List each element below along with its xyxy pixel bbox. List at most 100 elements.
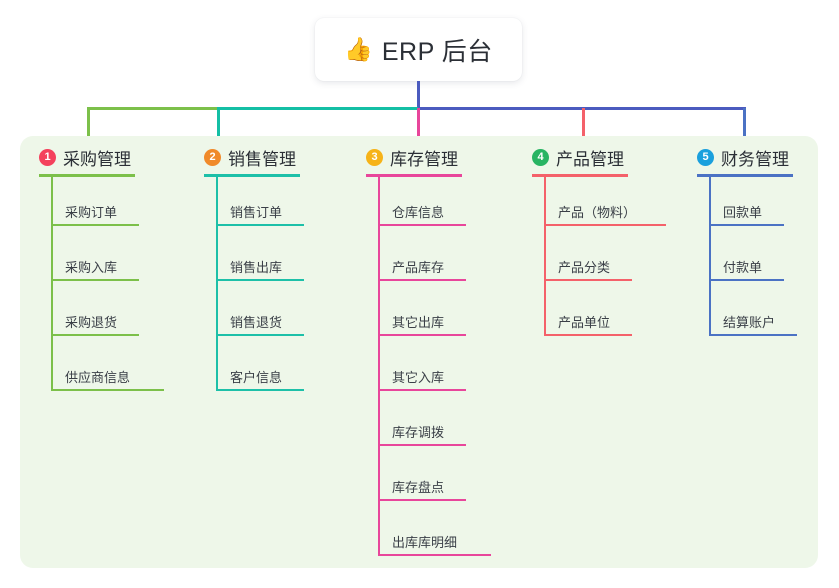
branch-header-rule: [39, 174, 135, 177]
branch-item-label: 采购订单: [65, 205, 118, 220]
connector-trunk: [417, 81, 420, 109]
connector-drop-4: [582, 108, 585, 138]
branch-item-rule: [378, 499, 466, 501]
branch-column: 3 库存管理仓库信息产品库存其它出库其它入库库存调拨库存盘点出库库明细: [352, 140, 491, 562]
branch-item-list: 产品（物料） 产品分类产品单位: [518, 177, 666, 342]
branch-column: 1 采购管理采购订单采购入库采购退货供应商信息: [25, 140, 164, 397]
branch-item-label: 采购退货: [65, 315, 118, 330]
branch-item-rule: [51, 224, 139, 226]
branch-item[interactable]: 其它入库: [352, 342, 466, 397]
connector-drop-1: [87, 108, 90, 138]
branch-number-badge: 4: [532, 148, 549, 166]
branch-item-list: 销售订单销售出库销售退货客户信息: [190, 177, 304, 397]
branch-item[interactable]: 销售退货: [190, 287, 304, 342]
branches-panel: [20, 136, 818, 568]
branch-spine: [378, 177, 380, 556]
branch-title: 产品管理: [556, 149, 624, 169]
branch-item-label: 结算账户: [723, 315, 776, 330]
branch-header[interactable]: 2 销售管理: [190, 140, 300, 174]
branch-number-badge: 3: [366, 148, 383, 166]
branch-item-label: 其它出库: [392, 315, 445, 330]
root-node-label: ERP 后台: [381, 37, 493, 66]
branch-item[interactable]: 销售订单: [190, 177, 304, 232]
branch-item-rule: [709, 279, 784, 281]
branch-item[interactable]: 产品（物料）: [518, 177, 666, 232]
branch-header[interactable]: 3 库存管理: [352, 140, 462, 174]
branch-item-rule: [51, 334, 139, 336]
branch-item[interactable]: 仓库信息: [352, 177, 466, 232]
branch-spine: [51, 177, 53, 391]
branch-item-label: 付款单: [723, 260, 763, 275]
connector-hbar-2: [217, 107, 418, 110]
branch-spine: [709, 177, 711, 336]
branch-item-label: 产品（物料）: [558, 205, 637, 220]
connector-drop-3: [417, 108, 420, 138]
branch-item-rule: [216, 224, 304, 226]
branch-item-label: 销售退货: [230, 315, 283, 330]
branch-header[interactable]: 1 采购管理: [25, 140, 135, 174]
branch-item[interactable]: 回款单: [683, 177, 793, 232]
root-node[interactable]: 👍 ERP 后台: [315, 18, 522, 81]
branch-item-label: 产品分类: [558, 260, 611, 275]
branch-item-list: 回款单付款单结算账户: [683, 177, 797, 342]
branch-item-label: 库存调拨: [392, 425, 445, 440]
branch-item-label: 采购入库: [65, 260, 118, 275]
branch-item-label: 其它入库: [392, 370, 445, 385]
branch-number-badge: 2: [204, 148, 221, 166]
branch-item[interactable]: 产品库存: [352, 232, 466, 287]
branch-number-badge: 1: [39, 148, 56, 166]
branch-item[interactable]: 客户信息: [190, 342, 304, 397]
branch-item-rule: [378, 334, 466, 336]
branch-item-rule: [378, 279, 466, 281]
branch-item-rule: [544, 279, 632, 281]
branch-item-label: 供应商信息: [65, 370, 131, 385]
branch-spine: [544, 177, 546, 336]
branch-item-label: 仓库信息: [392, 205, 445, 220]
branch-spine: [216, 177, 218, 391]
branch-item[interactable]: 产品单位: [518, 287, 632, 342]
branch-item[interactable]: 其它出库: [352, 287, 466, 342]
branch-item-rule: [544, 334, 632, 336]
branch-header-rule: [532, 174, 628, 177]
branch-column: 4 产品管理产品（物料） 产品分类产品单位: [518, 140, 666, 342]
connector-drop-5: [743, 108, 746, 138]
branch-item-rule: [709, 224, 784, 226]
connector-drop-2: [217, 108, 220, 138]
branch-header[interactable]: 4 产品管理: [518, 140, 628, 174]
branch-item[interactable]: 库存盘点: [352, 452, 466, 507]
branch-title: 财务管理: [721, 149, 789, 169]
branch-item-rule: [51, 389, 164, 391]
branch-item-label: 产品库存: [392, 260, 445, 275]
branch-item-rule: [216, 334, 304, 336]
branch-title: 采购管理: [63, 149, 131, 169]
branch-item[interactable]: 供应商信息: [25, 342, 164, 397]
branch-item[interactable]: 销售出库: [190, 232, 304, 287]
branch-item-list: 采购订单采购入库采购退货供应商信息: [25, 177, 164, 397]
branch-item-rule: [378, 444, 466, 446]
branch-item-label: 产品单位: [558, 315, 611, 330]
branch-header-rule: [204, 174, 300, 177]
branch-item-rule: [378, 224, 466, 226]
branch-item[interactable]: 采购入库: [25, 232, 139, 287]
branch-item-rule: [709, 334, 797, 336]
branch-title: 库存管理: [390, 149, 458, 169]
branch-item[interactable]: 结算账户: [683, 287, 797, 342]
branch-item-rule: [544, 224, 666, 226]
branch-item-label: 销售出库: [230, 260, 283, 275]
branch-item-list: 仓库信息产品库存其它出库其它入库库存调拨库存盘点出库库明细: [352, 177, 491, 562]
branch-item-label: 销售订单: [230, 205, 283, 220]
branch-item-rule: [51, 279, 139, 281]
connector-hbar-1: [87, 107, 217, 110]
branch-item[interactable]: 付款单: [683, 232, 793, 287]
branch-item[interactable]: 库存调拨: [352, 397, 466, 452]
branch-item[interactable]: 出库库明细: [352, 507, 491, 562]
branch-item-label: 客户信息: [230, 370, 283, 385]
branch-item[interactable]: 采购退货: [25, 287, 139, 342]
branch-title: 销售管理: [228, 149, 296, 169]
branch-item[interactable]: 产品分类: [518, 232, 632, 287]
branch-item[interactable]: 采购订单: [25, 177, 139, 232]
thumbs-up-icon: 👍: [344, 36, 373, 62]
